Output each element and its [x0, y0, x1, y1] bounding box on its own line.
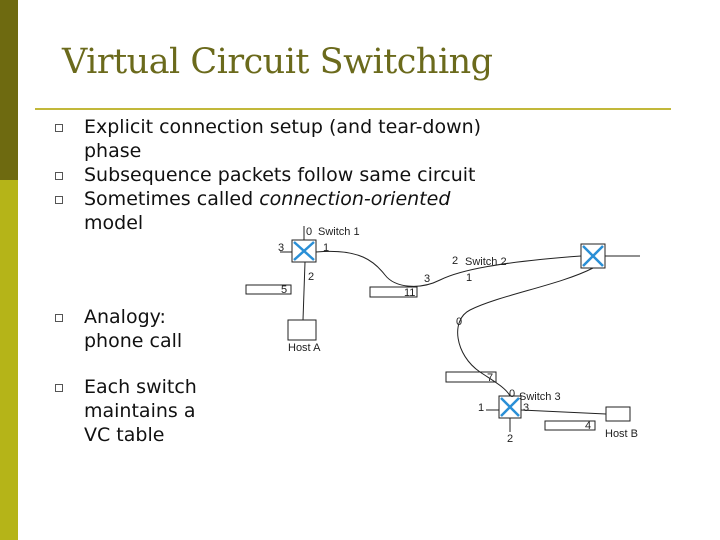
bullet-4-line-2: phone call: [84, 330, 183, 352]
bullet-2-text: Subsequence packets follow same circuit: [84, 163, 476, 187]
s3-port-2: 2: [507, 433, 513, 445]
bullet-1-text: Explicit connection setup (and tear-down…: [84, 115, 481, 163]
vc-table-5: [245, 284, 292, 295]
link-s1-hostA: [302, 261, 306, 321]
switch-3-cross-icon: [500, 397, 520, 417]
s1-port-1: 1: [323, 242, 329, 254]
title-rule: [35, 108, 671, 110]
bullet-4-line-1: Analogy:: [84, 306, 166, 328]
bullet-marker: [55, 124, 63, 132]
sidebar-accent: [0, 0, 18, 540]
bullet-5-line-2: maintains a: [84, 400, 196, 422]
switch-3-label: Switch 3: [519, 391, 561, 403]
host-b-box: [605, 406, 631, 422]
bullet-marker: [55, 314, 63, 322]
s2-port-3: 3: [424, 273, 430, 285]
vc-table-7: [445, 371, 497, 383]
bullet-3-line-2: model: [84, 212, 144, 234]
link-s3-hostB: [520, 409, 607, 415]
sidebar-dark-band: [0, 0, 18, 180]
vci-label-11: 11: [404, 287, 415, 299]
bullet-3-line-1: Sometimes called connection-oriented: [84, 187, 450, 211]
switch-1-cross-icon: [293, 241, 315, 261]
bullet-marker: [55, 196, 63, 204]
host-a-box: [287, 319, 317, 341]
vc-table-11: [369, 286, 418, 298]
switch-2-label: Switch 2: [465, 256, 507, 268]
switch-1-label: Switch 1: [318, 226, 360, 238]
host-b-label: Host B: [605, 428, 638, 440]
switch-2-cross-icon: [582, 245, 604, 267]
s1-port-2: 2: [308, 271, 314, 283]
vci-label-5: 5: [281, 284, 287, 296]
bullet-2-line-1: Subsequence packets follow same circuit: [84, 164, 476, 186]
s3-port-3: 3: [523, 402, 529, 414]
s3-port-1: 1: [478, 402, 484, 414]
bullet-3-text: Sometimes called connection-oriented mod…: [84, 187, 450, 235]
s2-port-2: 2: [452, 255, 458, 267]
bullet-3-pre: Sometimes called: [84, 188, 260, 210]
bullet-5-line-3: VC table: [84, 424, 165, 446]
bullet-1-line-2: phase: [84, 140, 142, 162]
bullet-1-line-1: Explicit connection setup (and tear-down…: [84, 116, 482, 138]
s1-port-0: 0: [306, 226, 312, 238]
bullet-marker: [55, 172, 63, 180]
bullet-3-em: connection-oriented: [259, 188, 451, 210]
host-a-label: Host A: [288, 342, 321, 354]
s3-port-0: 0: [509, 388, 515, 400]
vci-label-7: 7: [487, 372, 493, 384]
bullet-5-line-1: Each switch: [84, 376, 197, 398]
bullet-4-text: Analogy: phone call: [84, 305, 182, 353]
slide-title: Virtual Circuit Switching: [62, 42, 493, 82]
link-s1-s2: [315, 250, 582, 287]
bullet-5-text: Each switch maintains a VC table: [84, 375, 197, 447]
vci-label-4: 4: [585, 420, 591, 432]
s2-port-0: 0: [456, 316, 462, 328]
bullet-marker: [55, 384, 63, 392]
link-s2-s3: [457, 267, 594, 397]
vc-table-4: [544, 420, 596, 431]
s2-port-1: 1: [466, 272, 472, 284]
s1-port-3: 3: [278, 242, 284, 254]
